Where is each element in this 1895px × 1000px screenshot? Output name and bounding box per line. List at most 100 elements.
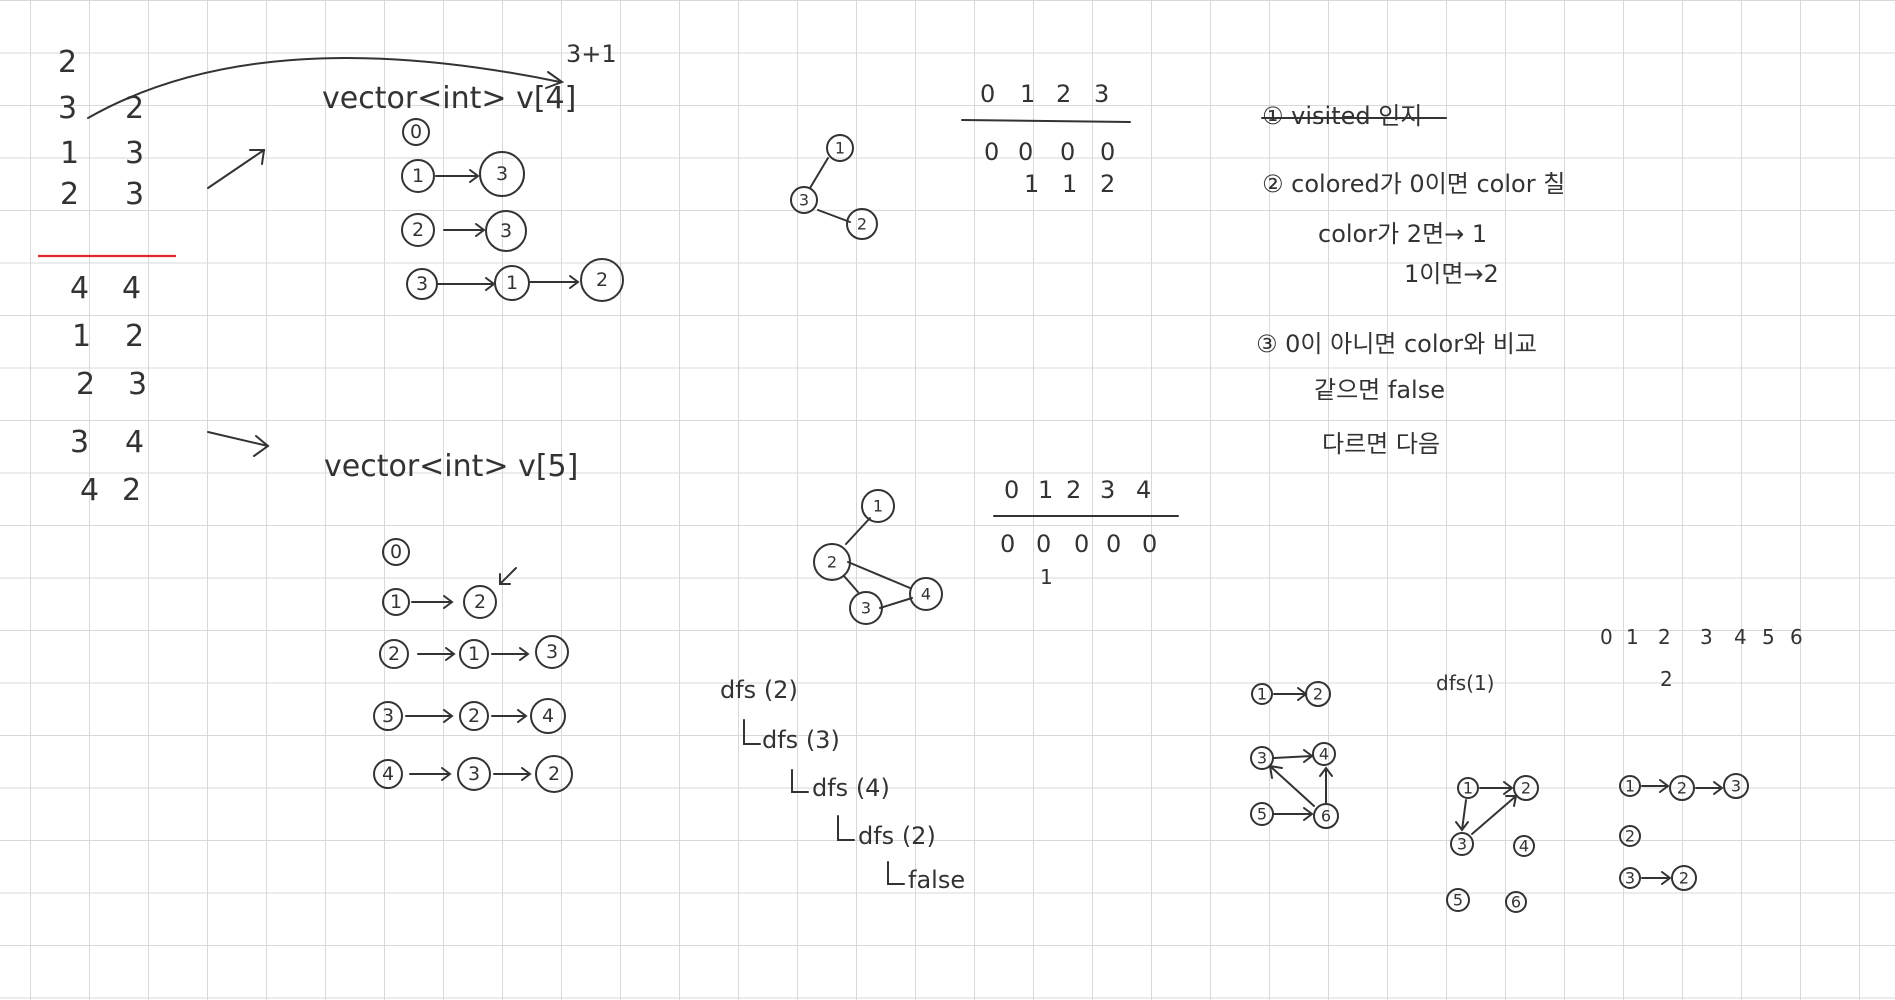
g3-node-1: 1 — [1257, 685, 1267, 704]
g2-th-1: 1 — [1038, 476, 1053, 504]
case-count: 2 — [58, 45, 77, 80]
dfs-line-4: false — [908, 866, 965, 894]
g2-pointer-arrow — [499, 567, 517, 585]
g2-node-4-adj-a: 3 — [468, 763, 480, 785]
graph2-drawing: 1 2 3 4 — [813, 489, 943, 625]
g2-th-4: 4 — [1136, 476, 1151, 504]
g3r-3: 3 — [1625, 869, 1635, 888]
g1-draw-node-1: 1 — [835, 139, 845, 158]
graph2-declaration: vector<int> v[5] — [324, 449, 578, 484]
g1-tc-1: 1 — [1024, 170, 1039, 198]
g1-tv-3: 0 — [1100, 138, 1115, 166]
g1-node-1-adj: 3 — [496, 163, 508, 185]
row-3-b: 4 — [122, 271, 141, 306]
row-6-b: 4 — [125, 425, 144, 460]
graph2-color-table: 0 1 2 3 4 0 0 0 0 0 1 — [993, 476, 1179, 589]
g3m-node-1: 1 — [1463, 779, 1473, 798]
row-2-a: 2 — [60, 177, 79, 212]
graph3-right: 0 1 2 3 4 5 6 2 1 2 3 2 3 2 — [1600, 625, 1803, 891]
g3m-node-5: 5 — [1453, 891, 1463, 910]
graph3-middle: dfs(1) 1 2 3 4 5 6 — [1436, 671, 1539, 913]
g2-th-2: 2 — [1066, 476, 1081, 504]
g1-th-0: 0 — [980, 80, 995, 108]
g3r-1: 1 — [1625, 777, 1635, 796]
g2-th-3: 3 — [1100, 476, 1115, 504]
note-step2a: color가 2면→ 1 — [1318, 220, 1487, 248]
g3m-node-4: 4 — [1519, 837, 1529, 856]
g1-th-1: 1 — [1020, 80, 1035, 108]
g1-node-3: 3 — [416, 273, 428, 295]
g1-draw-node-3: 3 — [799, 191, 809, 210]
g2-tv-0: 0 — [1000, 530, 1015, 558]
g2-tv-4: 0 — [1142, 530, 1157, 558]
g1-node-1: 1 — [412, 165, 424, 187]
row-2-b: 3 — [125, 177, 144, 212]
g1-tv-1: 0 — [1018, 138, 1033, 166]
row-0-b: 2 — [125, 91, 144, 126]
g3r-3-a: 2 — [1679, 869, 1689, 888]
dfs-trace: dfs (2) dfs (3) dfs (4) dfs (2) false — [720, 676, 965, 894]
g3-idx-3: 3 — [1700, 625, 1713, 649]
g2-tc-1: 1 — [1040, 565, 1053, 589]
row-5-a: 2 — [76, 367, 95, 402]
g3-idx-val: 2 — [1660, 667, 1673, 691]
row-7-b: 2 — [122, 473, 141, 508]
g1-node-3-adj-b: 2 — [596, 269, 608, 291]
g3-idx-4: 4 — [1734, 625, 1747, 649]
g1-node-3-adj-a: 1 — [506, 272, 518, 294]
arrow-to-graph1 — [207, 149, 266, 189]
g1-tc-3: 2 — [1100, 170, 1115, 198]
g3-node-4: 4 — [1319, 745, 1329, 764]
g2-node-4: 4 — [382, 763, 394, 785]
g1-th-3: 3 — [1094, 80, 1109, 108]
g2-tv-1: 0 — [1036, 530, 1051, 558]
g2-draw-node-4: 4 — [921, 585, 931, 604]
note-step1: ① visited 인지 — [1262, 102, 1422, 130]
g3-node-2: 2 — [1313, 685, 1323, 704]
note-step3b: 다르면 다음 — [1322, 430, 1440, 458]
row-4-a: 1 — [72, 319, 91, 354]
g3-idx-5: 5 — [1762, 625, 1775, 649]
g2-tv-2: 0 — [1074, 530, 1089, 558]
g3-idx-1: 1 — [1626, 625, 1639, 649]
g2-node-1-adj: 2 — [474, 591, 486, 613]
g3-idx-0: 0 — [1600, 625, 1613, 649]
graph2-adjacency: vector<int> v[5] 0 1 2 2 1 3 3 2 4 4 3 2 — [324, 449, 578, 793]
g2-node-1: 1 — [390, 591, 402, 613]
g3m-node-6: 6 — [1511, 893, 1521, 912]
graph3-left: 1 2 3 4 5 6 — [1250, 681, 1339, 829]
v-size-note: 3+1 — [566, 40, 617, 68]
g1-th-2: 2 — [1056, 80, 1071, 108]
dfs-line-3: dfs (2) — [858, 822, 936, 850]
g2-node-3-adj-a: 2 — [468, 705, 480, 727]
curved-arrow-head — [545, 71, 565, 89]
g1-node-2: 2 — [412, 219, 424, 241]
g1-node-2-adj: 3 — [500, 220, 512, 242]
g3m-node-2: 2 — [1521, 779, 1531, 798]
algorithm-notes: ① visited 인지 ② colored가 0이면 color 칠 colo… — [1256, 102, 1565, 458]
row-7-a: 4 — [80, 473, 99, 508]
g3-idx-2: 2 — [1658, 625, 1671, 649]
g2-node-4-adj-b: 2 — [548, 763, 560, 785]
note-step2: ② colored가 0이면 color 칠 — [1262, 170, 1565, 198]
arrow-to-graph2 — [207, 431, 270, 457]
g3-idx-6: 6 — [1790, 625, 1803, 649]
g3m-node-3: 3 — [1457, 835, 1467, 854]
g2-th-0: 0 — [1004, 476, 1019, 504]
graph1-declaration: vector<int> v[4] — [322, 81, 576, 116]
g2-node-2: 2 — [388, 643, 400, 665]
g2-draw-node-2: 2 — [827, 553, 837, 572]
g3-node-3: 3 — [1257, 749, 1267, 768]
g2-node-3-adj-b: 4 — [542, 705, 554, 727]
g1-node-0: 0 — [410, 121, 422, 143]
g3r-1-b: 3 — [1731, 777, 1741, 796]
g1-draw-node-2: 2 — [857, 215, 867, 234]
dfs-line-0: dfs (2) — [720, 676, 798, 704]
graph1-adjacency: vector<int> v[4] 0 1 3 2 3 3 1 2 — [322, 81, 624, 302]
graph1-drawing: 1 3 2 — [790, 134, 878, 240]
curved-arrow — [87, 56, 561, 119]
g2-node-0: 0 — [390, 541, 402, 563]
dfs-line-2: dfs (4) — [812, 774, 890, 802]
g2-draw-node-3: 3 — [861, 599, 871, 618]
